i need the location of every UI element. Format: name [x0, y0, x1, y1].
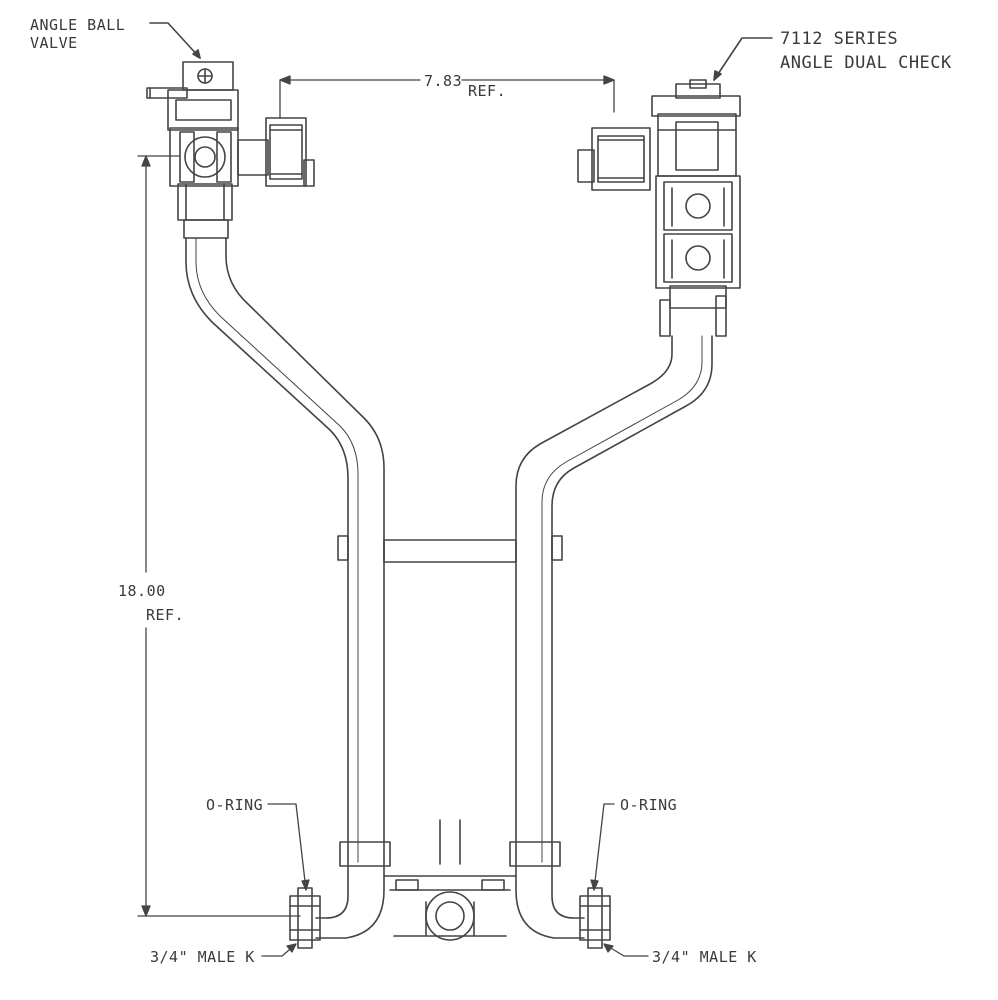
- label-series-1: 7112 SERIES: [780, 29, 899, 49]
- oring-leaders: [267, 803, 615, 891]
- male-k-leaders: [261, 943, 649, 957]
- label-male-k-right: 3/4" MALE K: [652, 948, 757, 966]
- dimension-width: [279, 75, 615, 119]
- left-pipe: [185, 237, 385, 863]
- right-pipe: [515, 335, 713, 863]
- dim-width-value: 7.83: [424, 72, 463, 90]
- angle-dual-check: [577, 37, 773, 337]
- dim-width-ref: REF.: [468, 82, 507, 100]
- cross-brace: [337, 535, 563, 563]
- label-oring-left: O-RING: [206, 796, 264, 814]
- dim-height-ref: REF.: [146, 606, 185, 624]
- label-oring-right: O-RING: [620, 796, 678, 814]
- dimension-height: [137, 155, 301, 917]
- label-angle-ball-valve-1: ANGLE BALL: [30, 16, 126, 34]
- label-series-2: ANGLE DUAL CHECK: [780, 53, 952, 73]
- bottom-manifold: [289, 819, 611, 949]
- label-angle-ball-valve-2: VALVE: [30, 34, 78, 52]
- angle-ball-valve: [146, 22, 315, 239]
- dim-height-value: 18.00: [118, 582, 166, 600]
- label-male-k-left: 3/4" MALE K: [150, 948, 255, 966]
